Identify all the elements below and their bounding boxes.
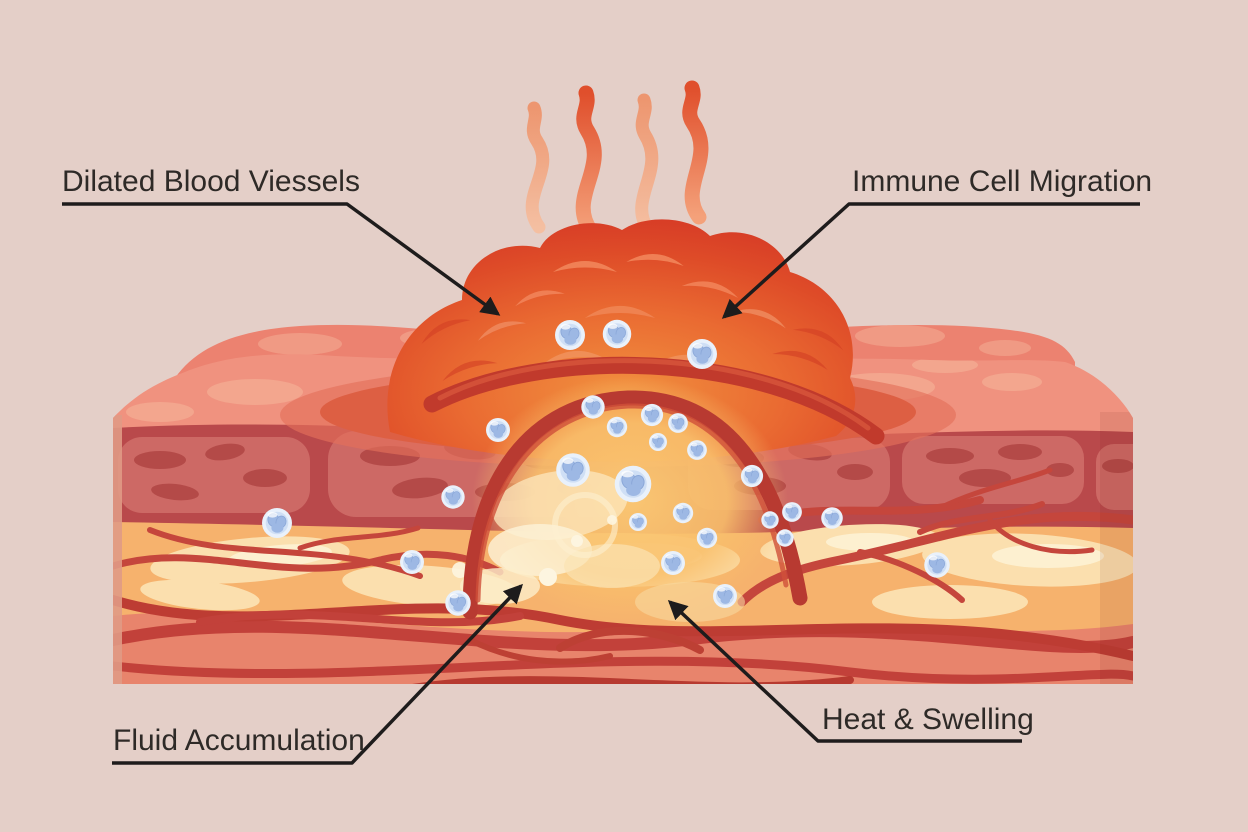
heat-wave-icon [575, 85, 602, 239]
immune-cell [712, 583, 738, 609]
immune-cell [672, 502, 694, 524]
immune-cell [761, 511, 779, 529]
immune-cell [554, 319, 586, 351]
immune-cell [686, 439, 708, 461]
dilated-surface-vessel [423, 356, 885, 445]
heat-wave-icon [525, 101, 550, 234]
dermis-vessels [113, 595, 1133, 684]
label-immune-cell-migration: Immune Cell Migration [852, 165, 1152, 198]
immune-cell [614, 465, 652, 503]
leader-arrow-fluid [112, 583, 523, 765]
immune-cell [555, 452, 591, 488]
immune-cell [776, 529, 794, 547]
heat-waves [525, 80, 709, 239]
immune-cell [640, 403, 664, 427]
immune-cell [444, 589, 472, 617]
immune-cell [399, 549, 425, 575]
immune-cell [440, 484, 466, 510]
label-dilated-blood-vessels: Dilated Blood Viessels [62, 165, 360, 198]
immune-cell [667, 412, 689, 434]
block-left-face [113, 415, 122, 684]
leader-arrow-immune-migration [721, 202, 1140, 319]
immune-cell [606, 416, 628, 438]
immune-cell [580, 394, 606, 420]
immune-cell [696, 527, 718, 549]
immune-cell [923, 551, 951, 579]
immune-cell [261, 507, 293, 539]
label-heat-swelling: Heat & Swelling [822, 703, 1034, 736]
immune-cell [602, 319, 632, 349]
immune-cell [648, 432, 668, 452]
dilated-vessel-arch [423, 356, 885, 665]
immune-cell [820, 506, 844, 530]
immune-cell [628, 512, 648, 532]
annotations [62, 202, 1140, 765]
leader-arrow-dilated-vessels [62, 202, 501, 316]
heat-wave-icon [682, 80, 709, 225]
immune-cell [740, 464, 764, 488]
immune-cell [686, 338, 718, 370]
block-right-face [1100, 412, 1133, 684]
fat-vessels [113, 467, 1133, 607]
immune-cell [660, 550, 686, 576]
heat-wave-icon [635, 93, 659, 236]
annotation-labels: Dilated Blood Viessels Immune Cell Migra… [62, 165, 1152, 757]
immune-cell [781, 501, 803, 523]
dermis-layer [113, 467, 1133, 684]
leader-arrow-heat [667, 600, 1022, 743]
immune-cell [485, 417, 511, 443]
label-fluid-accumulation: Fluid Accumulation [113, 724, 365, 757]
